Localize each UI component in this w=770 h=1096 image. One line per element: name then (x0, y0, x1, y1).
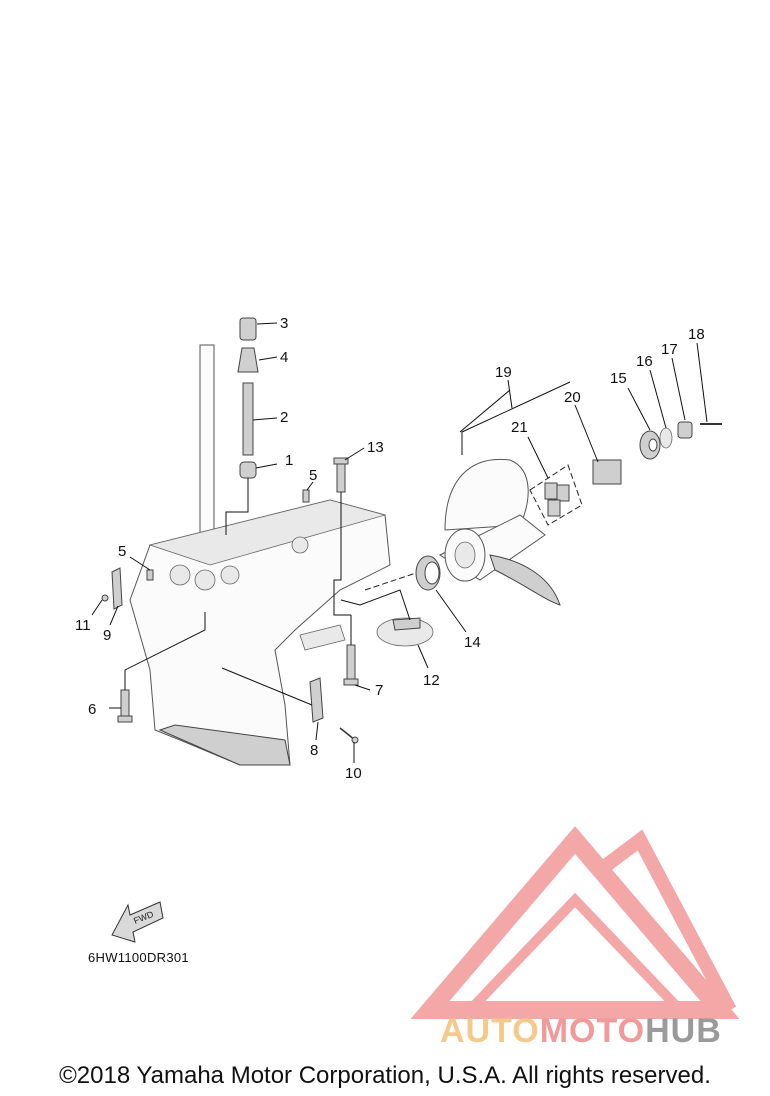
part-4-grommet (237, 347, 259, 373)
callout-17: 17 (661, 341, 678, 358)
part-11-screw (101, 594, 109, 602)
callout-18: 18 (688, 326, 705, 343)
part-5-pin-left (146, 569, 154, 581)
callout-5-left: 5 (118, 543, 126, 560)
part-14-thrust-washer (415, 555, 441, 591)
callout-21: 21 (511, 419, 528, 436)
watermark-logo-icon (410, 826, 740, 1019)
part-13-bolt (333, 457, 349, 493)
watermark-part-moto: MOTO (539, 1012, 646, 1050)
callout-12: 12 (423, 672, 440, 689)
part-6-bolt (117, 689, 133, 723)
part-17-nut (677, 421, 693, 439)
callout-labels: 1 2 3 4 5 5 6 7 8 9 10 11 12 13 14 15 16… (75, 315, 705, 782)
callout-6: 6 (88, 701, 96, 718)
leader-lines (91, 322, 708, 763)
forward-arrow-icon: FWD (111, 901, 164, 943)
part-20-spacer (592, 459, 622, 485)
callout-2: 2 (280, 409, 288, 426)
callout-20: 20 (564, 389, 581, 406)
callout-9: 9 (103, 627, 111, 644)
part-21-bushing-kit (529, 464, 583, 526)
callout-19: 19 (495, 364, 512, 381)
watermark-part-auto: AUTO (440, 1012, 540, 1050)
part-2-tube (242, 382, 254, 456)
watermark-part-hub: HUB (645, 1012, 722, 1050)
copyright-notice: ©2018 Yamaha Motor Corporation, U.S.A. A… (59, 1062, 711, 1089)
part-5-pin-upper (302, 489, 310, 503)
part-16-washer (659, 427, 673, 449)
part-7-bolt (343, 644, 359, 686)
part-10-screw (339, 727, 359, 744)
part-15-washer (639, 430, 661, 460)
part-12-trim-tab (376, 617, 434, 647)
part-19-propeller (438, 458, 561, 606)
callout-1: 1 (285, 452, 293, 469)
part-3-nut (239, 317, 257, 341)
callout-14: 14 (464, 634, 481, 651)
callout-15: 15 (610, 370, 627, 387)
part-1-collar (239, 461, 257, 479)
callout-13: 13 (367, 439, 384, 456)
callout-3: 3 (280, 315, 288, 332)
callout-7: 7 (375, 682, 383, 699)
callout-11: 11 (75, 617, 91, 634)
part-9-anode (111, 567, 123, 610)
callout-8: 8 (310, 742, 318, 759)
callout-5-upper: 5 (309, 467, 317, 484)
callout-16: 16 (636, 353, 653, 370)
lower-unit-housing (129, 344, 391, 766)
callout-10: 10 (345, 765, 362, 782)
callout-4: 4 (280, 349, 288, 366)
drawing-code: 6HW1100DR301 (88, 950, 189, 965)
part-8-anode (309, 677, 324, 723)
watermark-wordmark: AUTOMOTOHUB (440, 1012, 722, 1051)
